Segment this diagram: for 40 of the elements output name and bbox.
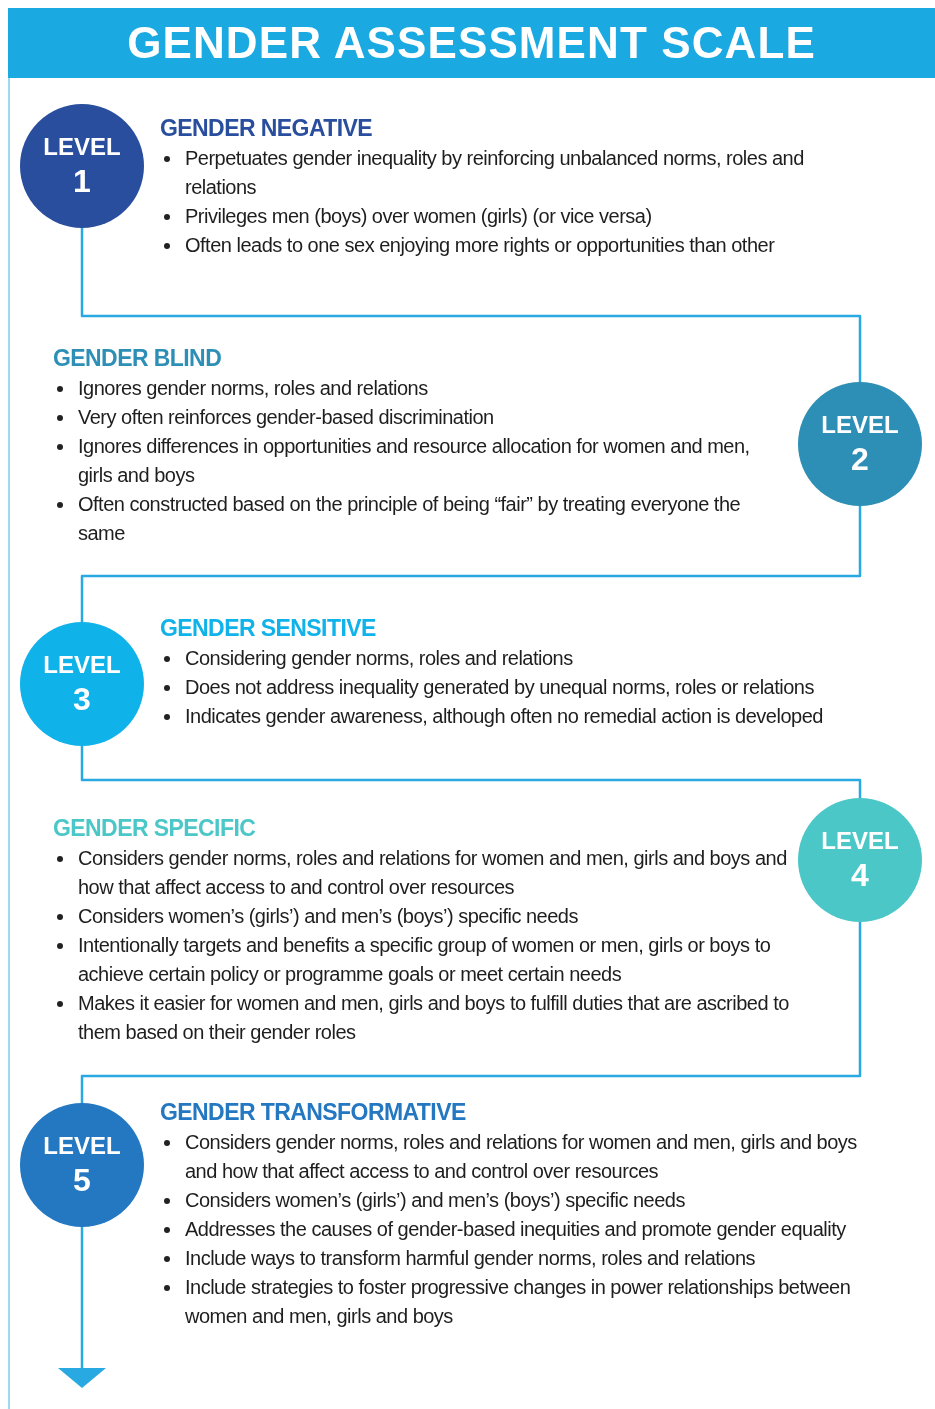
bullet-text: Often leads to one sex enjoying more rights or opportunities than other [185, 233, 775, 258]
bullet-text: Considers gender norms, roles and relations for women and men, girls and boys and how that affect access to and control over resources [185, 1130, 858, 1184]
level-label: LEVEL [821, 410, 899, 440]
section-heading: GENDER NEGATIVE [160, 114, 374, 143]
bullet-text: Include strategies to foster progressive changes in power relationships between women and men, girls and boys [185, 1275, 852, 1329]
level-number: 5 [73, 1161, 91, 1199]
connector-line [80, 228, 862, 382]
bullet-text: Considers women’s (girls’) and men’s (boys’) specific needs [185, 1188, 685, 1213]
bullet-text: Ignores differences in opportunities and resource allocation for women and men, girls and boys [78, 434, 751, 488]
bullet-text: Makes it easier for women and men, girls and boys to fulfill duties that are ascribed to them based on their gender roles [78, 991, 790, 1045]
level-label: LEVEL [43, 650, 121, 680]
bullet-text: Often constructed based on the principle of being “fair” by treating everyone the same [78, 492, 742, 546]
connector-line [80, 922, 862, 1103]
bullet-text: Very often reinforces gender-based discrimination [78, 405, 494, 430]
bullet-text: Considers women’s (girls’) and men’s (boys’) specific needs [78, 904, 578, 929]
level-label: LEVEL [43, 1131, 121, 1161]
level-number: 4 [851, 856, 869, 894]
title-banner: GENDER ASSESSMENT SCALE [8, 8, 935, 78]
bullet-text: Considering gender norms, roles and relations [185, 646, 573, 671]
bullet-text: Indicates gender awareness, although often no remedial action is developed [185, 704, 823, 729]
level-label: LEVEL [821, 826, 899, 856]
connector-line [80, 506, 862, 622]
level-number: 1 [73, 162, 91, 200]
level-number: 2 [851, 440, 869, 478]
level-number: 3 [73, 680, 91, 718]
bullet-text: Perpetuates gender inequality by reinforcing unbalanced norms, roles and relations [185, 146, 805, 200]
connector-line [80, 746, 862, 798]
bullet-text: Does not address inequality generated by unequal norms, roles or relations [185, 675, 814, 700]
bullet-text: Privileges men (boys) over women (girls) (or vice versa) [185, 204, 652, 229]
section-heading: GENDER SPECIFIC [53, 814, 257, 843]
arrow [58, 1227, 106, 1388]
section-heading: GENDER TRANSFORMATIVE [160, 1098, 467, 1127]
level-label: LEVEL [43, 132, 121, 162]
bullet-text: Include ways to transform harmful gender norms, roles and relations [185, 1246, 756, 1271]
section-heading: GENDER BLIND [53, 344, 223, 373]
bullet-text: Ignores gender norms, roles and relations [78, 376, 428, 401]
bullet-text: Considers gender norms, roles and relations for women and men, girls and boys and how that affect access to and control over resources [78, 846, 788, 900]
bullet-text: Addresses the causes of gender-based inequities and promote gender equality [185, 1217, 846, 1242]
section-heading: GENDER SENSITIVE [160, 614, 377, 643]
bullet-text: Intentionally targets and benefits a specific group of women or men, girls or boys to achieve certain policy or programme goals or meet certain needs [78, 933, 772, 987]
